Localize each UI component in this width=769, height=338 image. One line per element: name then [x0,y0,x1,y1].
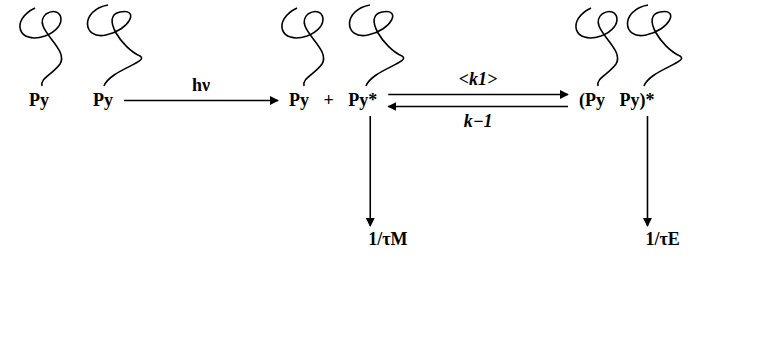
species-label: Py [93,90,113,111]
chain [628,5,682,86]
chain [576,8,618,86]
species-label: (Py Py)* [579,90,654,111]
species-label: Py [29,90,49,111]
state-group: (Py Py)* [576,88,657,113]
reaction-arrow [124,100,278,102]
rate-label: k−1 [462,112,495,132]
rate-label: hν [190,76,212,96]
reaction-arrow [388,94,568,96]
decay-arrow [647,116,649,226]
chain [350,5,404,86]
decay-arrow [369,116,371,226]
reaction-arrow [388,106,568,108]
chain [88,5,142,86]
chain [20,8,62,86]
rate-label: <k1> [457,70,500,90]
chain [282,8,324,86]
decay-rate-label: 1/τE [643,230,681,250]
decay-rate-label: 1/τM [366,230,409,250]
state-group: Py Py [26,88,116,113]
species-label: Py + Py* [289,90,377,111]
state-group: Py + Py* [286,88,380,113]
